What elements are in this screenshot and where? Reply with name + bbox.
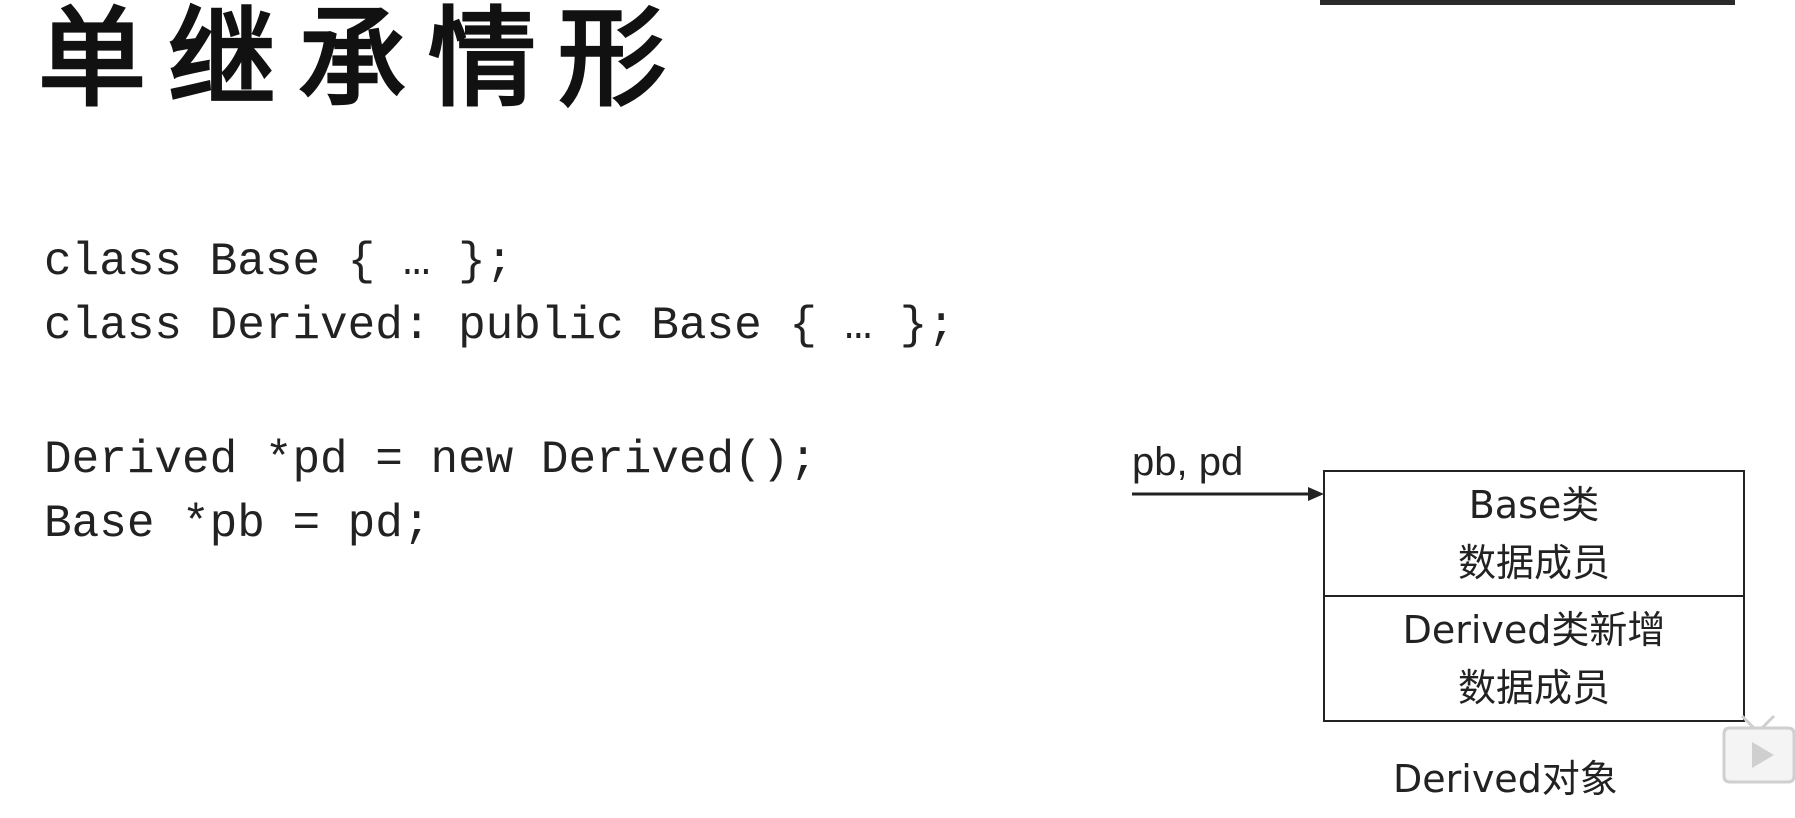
derived-section-line2: 数据成员 <box>1457 665 1610 710</box>
derived-members-section: Derived类新增 数据成员 <box>1325 595 1743 720</box>
pointer-arrow <box>1132 487 1324 501</box>
pointer-label: pb, pd <box>1132 440 1244 484</box>
code-line: Base *pb = pd; <box>44 498 431 550</box>
object-caption: Derived对象 <box>1393 757 1618 801</box>
base-section-line2: 数据成员 <box>1457 540 1610 585</box>
page-title: 单继承情形 <box>38 0 689 122</box>
code-line: Derived *pd = new Derived(); <box>44 434 817 486</box>
pointer-statements: Derived *pd = new Derived(); Base *pb = … <box>44 428 817 556</box>
video-play-icon-triangle <box>1752 742 1774 768</box>
derived-section-line1: Derived类新增 <box>1402 607 1666 652</box>
video-play-icon-antenna <box>1740 714 1776 730</box>
pointer-arrow-head <box>1308 487 1324 501</box>
code-line: class Derived: public Base { … }; <box>44 300 955 352</box>
video-play-icon[interactable] <box>1720 712 1795 787</box>
top-edge-bar <box>1320 0 1735 5</box>
derived-object-box: Base类 数据成员 Derived类新增 数据成员 <box>1323 470 1745 722</box>
code-line: class Base { … }; <box>44 236 514 288</box>
class-declarations: class Base { … }; class Derived: public … <box>44 230 955 358</box>
base-section-line1: Base类 <box>1468 482 1600 527</box>
base-members-section: Base类 数据成员 <box>1325 472 1743 595</box>
